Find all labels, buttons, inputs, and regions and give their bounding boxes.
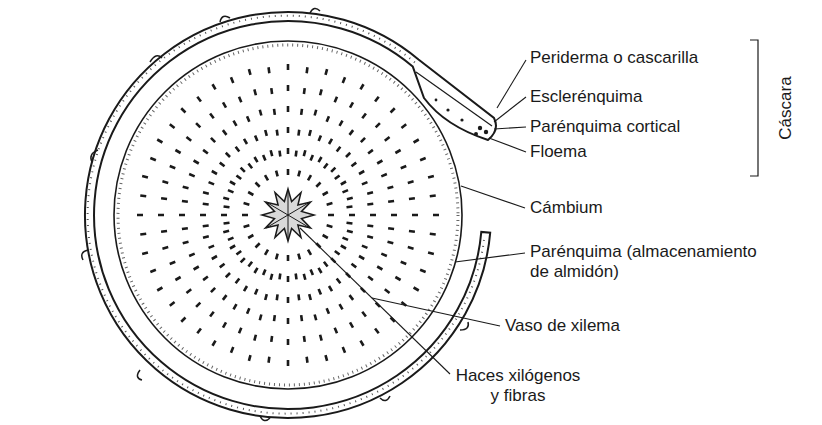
periderm-bumps	[82, 8, 469, 420]
peel-outline	[85, 12, 496, 418]
group-label: Cáscara	[776, 70, 796, 146]
central-xylem	[262, 189, 314, 241]
cambium-ring	[114, 41, 462, 389]
peel-stipple	[88, 16, 484, 414]
part-label: Cámbium	[530, 198, 740, 218]
part-label: Periderma o cascarilla	[530, 48, 740, 68]
peel-bracket	[750, 40, 758, 176]
part-label: Haces xilógenos y fibras	[452, 366, 584, 406]
leader-lines	[300, 60, 526, 374]
part-label: Parénquima (almacenamiento de almidón)	[530, 242, 770, 282]
part-label: Parénquima cortical	[530, 117, 740, 137]
part-label: Vaso de xilema	[505, 316, 705, 336]
phloem-dots	[435, 99, 489, 136]
cambium-stipple	[118, 45, 458, 385]
part-label: Floema	[530, 142, 740, 162]
part-label: Esclerénquima	[530, 87, 740, 107]
xylem-rays	[122, 49, 454, 381]
